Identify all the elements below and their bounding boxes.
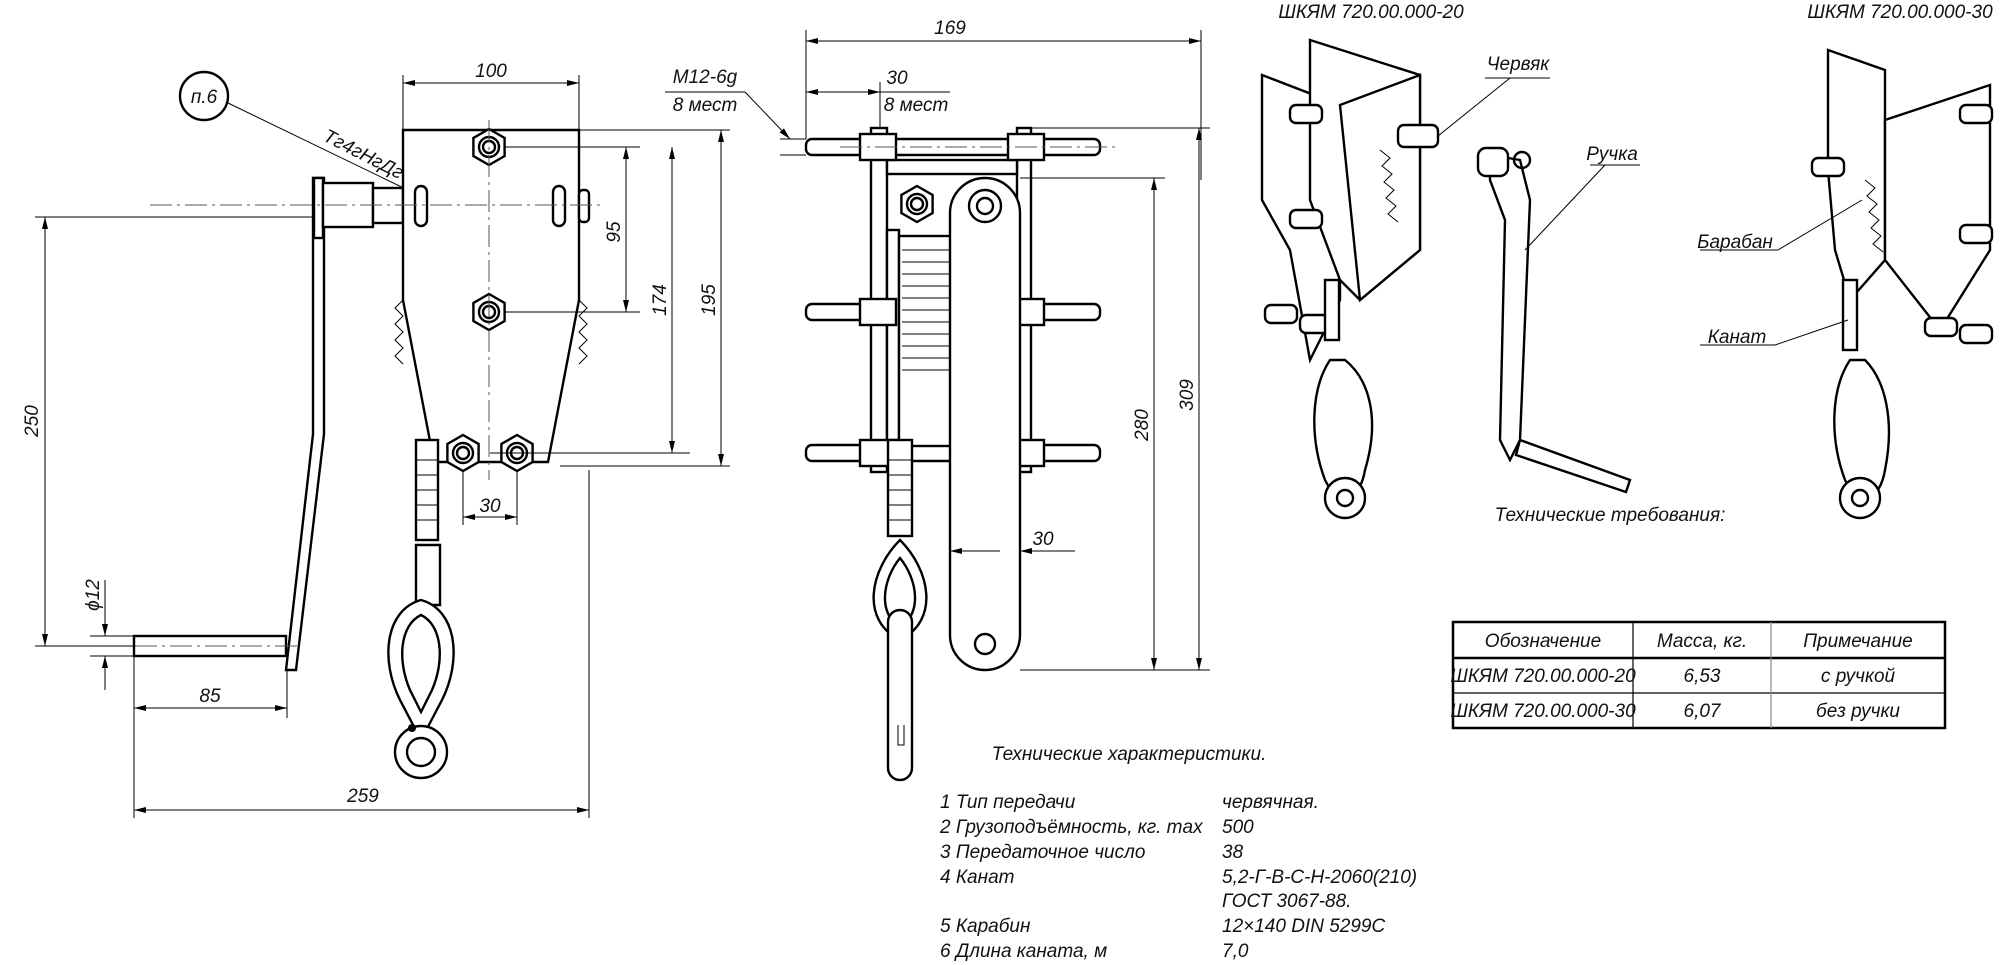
- label-handle: Ручка: [1586, 144, 1638, 165]
- dim-169: 169: [934, 18, 966, 39]
- spec-row: 6 Длина каната, м 7,0: [940, 941, 1249, 962]
- svg-text:Масса, кг.: Масса, кг.: [1657, 631, 1747, 652]
- svg-text:1 Тип передачи: 1 Тип передачи: [940, 792, 1076, 813]
- crank-arm: [284, 176, 326, 672]
- callout-circle: [178, 70, 230, 122]
- places-label-b: 8 мест: [673, 95, 738, 116]
- svg-text:ШКЯМ 720.00.000-30: ШКЯМ 720.00.000-30: [1450, 701, 1636, 722]
- specs-title: Технические характеристики.: [992, 744, 1267, 765]
- front-view: п.6 Тг4гНгДг 100 95: [22, 61, 730, 818]
- dim-diameter-12: ϕ12: [83, 579, 104, 611]
- svg-text:500: 500: [1222, 817, 1254, 838]
- spec-row: 5 Карабин 12×140 DIN 5299C: [940, 916, 1385, 937]
- iso-title-20: ШКЯМ 720.00.000-20: [1278, 2, 1464, 23]
- spec-row: ГОСТ 3067-88.: [1222, 891, 1351, 912]
- svg-text:12×140 DIN 5299C: 12×140 DIN 5299C: [1222, 916, 1385, 937]
- svg-text:ШКЯМ 720.00.000-20: ШКЯМ 720.00.000-20: [1450, 666, 1636, 687]
- dim-250: 250: [22, 405, 43, 438]
- svg-text:червячная.: червячная.: [1222, 792, 1319, 813]
- spec-row: 2 Грузоподъёмность, кг. max 500: [939, 817, 1254, 838]
- label-worm: Червяк: [1487, 54, 1551, 75]
- svg-text:6,07: 6,07: [1684, 701, 1722, 722]
- dim-195: 195: [699, 284, 720, 316]
- thread-label: M12-6g: [673, 67, 738, 88]
- svg-text:6,53: 6,53: [1684, 666, 1721, 687]
- coating-label: Тг4гНгДг: [320, 126, 407, 184]
- dim-width-100: 100: [475, 61, 507, 82]
- places-label-a: 8 мест: [884, 95, 949, 116]
- requirements-label: Технические требования:: [1495, 505, 1726, 526]
- svg-text:4 Канат: 4 Канат: [940, 867, 1014, 888]
- mass-table: Обозначение Масса, кг. Примечание ШКЯМ 7…: [1450, 620, 1947, 730]
- table-row: ШКЯМ 720.00.000-20 6,53 с ручкой: [1450, 666, 1895, 687]
- dim-30-arm: 30: [1032, 529, 1054, 550]
- iso-title-30: ШКЯМ 720.00.000-30: [1807, 2, 1993, 23]
- dim-280: 280: [1132, 409, 1153, 442]
- label-drum: Барабан: [1697, 232, 1773, 253]
- svg-text:5,2-Г-В-С-Н-2060(210): 5,2-Г-В-С-Н-2060(210): [1222, 867, 1417, 888]
- svg-text:с ручкой: с ручкой: [1821, 666, 1896, 687]
- svg-text:2 Грузоподъёмность, кг. max: 2 Грузоподъёмность, кг. max: [939, 817, 1204, 838]
- dim-85: 85: [199, 686, 221, 707]
- svg-text:5 Карабин: 5 Карабин: [940, 916, 1031, 937]
- label-rope: Канат: [1708, 327, 1767, 348]
- table-row: ШКЯМ 720.00.000-30 6,07 без ручки: [1450, 701, 1900, 722]
- spec-row: 3 Передаточное число 38: [940, 842, 1244, 863]
- hook-rod: [886, 608, 914, 782]
- svg-text:Примечание: Примечание: [1803, 631, 1912, 652]
- spec-row: 4 Канат 5,2-Г-В-С-Н-2060(210): [940, 867, 1417, 888]
- isometric-view-20: ШКЯМ 720.00.000-20 Червяк: [1260, 2, 1551, 520]
- isometric-view-30: ШКЯМ 720.00.000-30 Барабан Канат: [1697, 2, 1994, 520]
- side-view: 169 30 8 мест M12-6g 8 мест 309 280 30: [665, 18, 1210, 782]
- worm-shaft-iso: [1396, 123, 1440, 149]
- svg-text:без ручки: без ручки: [1816, 701, 1900, 722]
- svg-text:38: 38: [1222, 842, 1244, 863]
- svg-text:3 Передаточное число: 3 Передаточное число: [940, 842, 1145, 863]
- svg-text:6 Длина каната, м: 6 Длина каната, м: [940, 941, 1107, 962]
- dim-95: 95: [604, 221, 625, 243]
- svg-text:Обозначение: Обозначение: [1485, 631, 1601, 652]
- dim-30: 30: [479, 496, 501, 517]
- carabiner: [387, 598, 455, 743]
- dim-174: 174: [650, 284, 671, 316]
- svg-text:ГОСТ 3067-88.: ГОСТ 3067-88.: [1222, 891, 1351, 912]
- svg-text:7,0: 7,0: [1222, 941, 1249, 962]
- callout-label: п.6: [191, 87, 218, 108]
- handle-arm: [948, 176, 1022, 672]
- table-header: Обозначение Масса, кг. Примечание: [1485, 631, 1913, 652]
- rope-side: [886, 438, 914, 538]
- drum: [897, 234, 959, 448]
- dim-30-top: 30: [886, 68, 908, 89]
- dim-259: 259: [346, 786, 379, 807]
- dim-309: 309: [1177, 379, 1198, 411]
- technical-specs: Технические характеристики. 1 Тип переда…: [939, 744, 1417, 962]
- handle-iso: Ручка Технические требования:: [1476, 144, 1726, 526]
- spec-row: 1 Тип передачи червячная.: [940, 792, 1319, 813]
